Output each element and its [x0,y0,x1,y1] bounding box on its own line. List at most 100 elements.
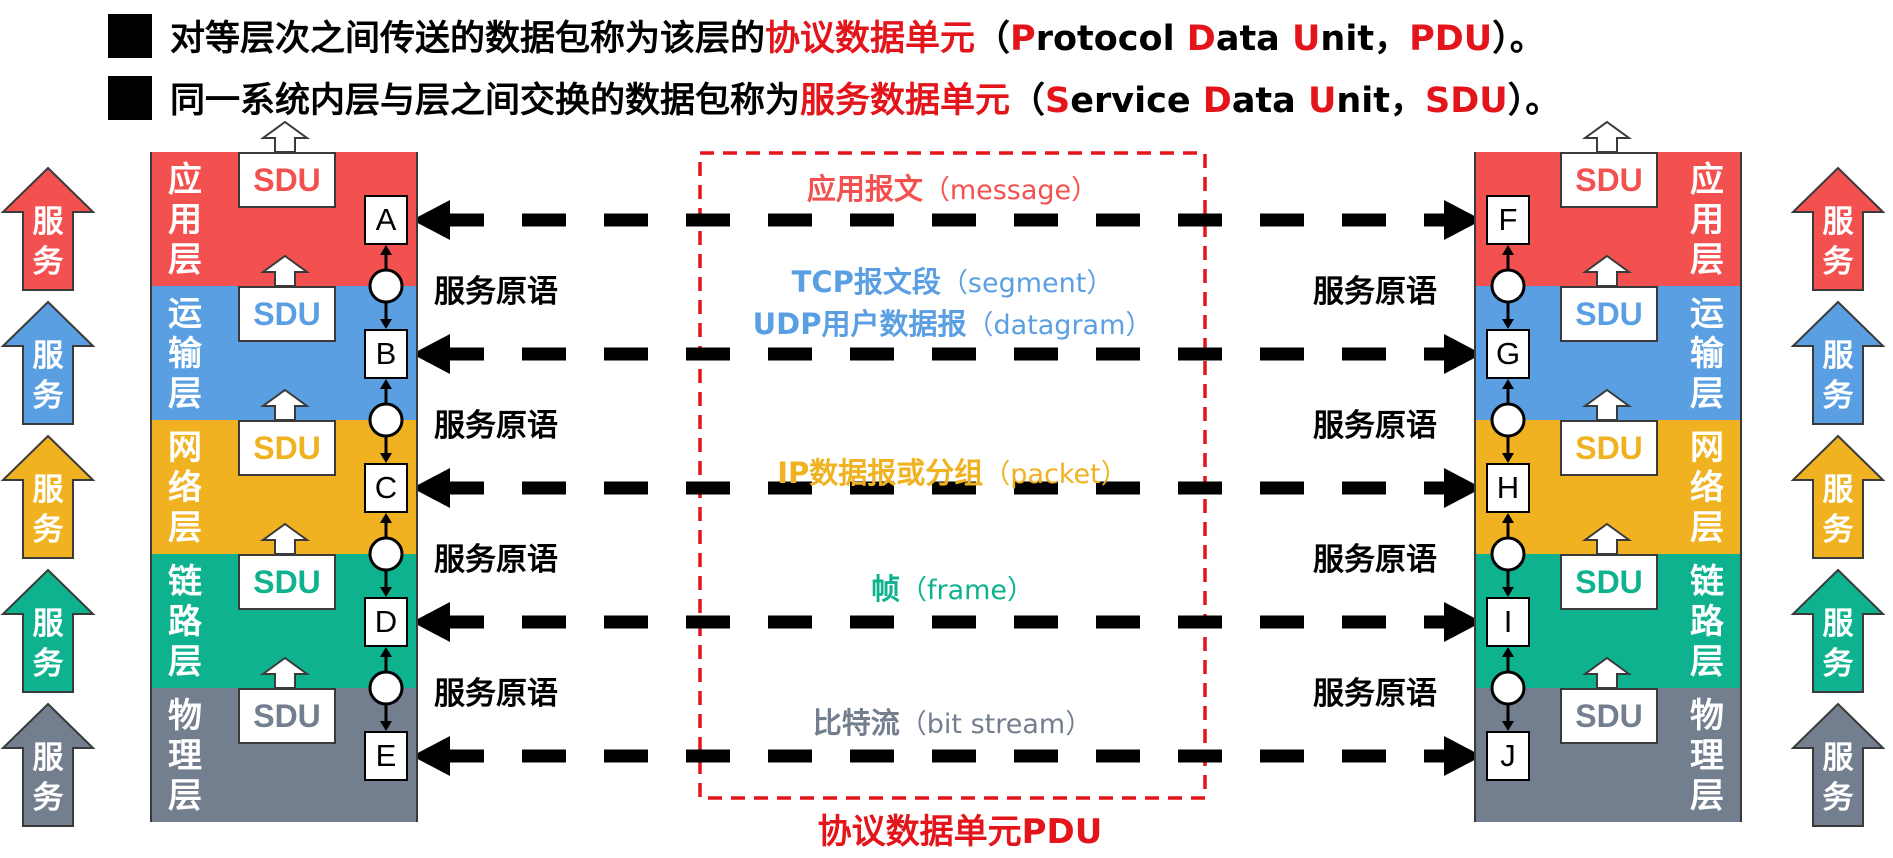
left-service-arrow-3 [0,568,96,693]
sap-box-B: B [364,329,408,379]
layer-name-char: 层 [1690,642,1724,682]
layer-name-char: 层 [168,508,202,548]
sdu-box: SDU [238,286,336,342]
layer-name: 应用层 [160,160,210,280]
layer-name-char: 运 [1690,294,1724,334]
layer-name-char: 层 [1690,776,1724,816]
layer-name-char: 层 [1690,240,1724,280]
sap-box-G: G [1486,329,1530,379]
sdu-box: SDU [238,554,336,610]
layer-name-char: 用 [1690,200,1724,240]
arrowhead-left [412,736,450,776]
right-service-arrow-4 [1790,702,1886,827]
header-line-2: 同一系统内层与层之间交换的数据包称为服务数据单元（Service Data Un… [170,81,1561,121]
left-service-arrow-label: 务 [32,244,64,280]
left-service-primitive-label: 服务原语 [434,676,558,712]
right-service-arrow-label: 服 [1822,472,1854,508]
pdu-english: （frame） [899,575,1035,606]
layer-name-char: 理 [1690,736,1724,776]
sap-box-E: E [364,731,408,781]
arrowhead-left [412,200,450,240]
left-layer-1: 运输层 SDU [152,286,416,420]
arrowhead-right [1444,468,1482,508]
layer-name-char: 络 [1690,468,1724,508]
arrowhead-left [412,334,450,374]
pdu-name: TCP报文段 [791,265,941,299]
header-line-1: 对等层次之间传送的数据包称为该层的协议数据单元（Protocol Data Un… [170,19,1545,59]
left-service-arrow-label: 务 [32,512,64,548]
sdu-box: SDU [1560,420,1658,476]
layer-name-char: 物 [168,696,202,736]
layer-name-char: 路 [1690,602,1724,642]
sap-box-I: I [1486,597,1530,647]
left-service-primitive-label: 服务原语 [434,408,558,444]
left-service-arrow-label: 务 [32,646,64,682]
layer-name-char: 链 [168,562,202,602]
right-service-arrow-label: 服 [1822,204,1854,240]
pdu-name-2: UDP用户数据报 [752,307,967,341]
pdu-label-1: TCP报文段（segment）UDP用户数据报（datagram） [700,262,1205,346]
bullet-2 [108,76,152,120]
sap-box-A: A [364,195,408,245]
layer-name-char: 网 [168,428,202,468]
right-service-arrow-label: 服 [1822,606,1854,642]
left-service-arrow-0 [0,166,96,291]
left-service-arrow-4 [0,702,96,827]
layer-name-char: 链 [1690,562,1724,602]
right-service-arrow-label: 务 [1822,244,1854,280]
right-service-arrow-label: 务 [1822,378,1854,414]
arrowhead-right [1444,334,1482,374]
layer-name: 运输层 [1682,294,1732,414]
pdu-english: （packet） [983,459,1128,490]
layer-name-char: 层 [168,240,202,280]
right-service-primitive-label: 服务原语 [1313,274,1437,310]
sdu-box: SDU [1560,286,1658,342]
right-service-arrow-0 [1790,166,1886,291]
arrowhead-right [1444,736,1482,776]
right-service-arrow-label: 务 [1822,646,1854,682]
sdu-box: SDU [238,420,336,476]
right-service-arrow-label: 服 [1822,338,1854,374]
pdu-name: IP数据报或分组 [777,456,984,490]
layer-name-char: 层 [168,374,202,414]
arrowhead-right [1444,602,1482,642]
layer-name-char: 理 [168,736,202,776]
sap-box-H: H [1486,463,1530,513]
left-service-arrow-label: 务 [32,780,64,816]
layer-name-char: 层 [168,642,202,682]
sap-box-J: J [1486,731,1530,781]
layer-name-char: 运 [168,294,202,334]
pdu-label-0: 应用报文（message） [700,166,1205,208]
right-service-arrow-label: 务 [1822,512,1854,548]
left-service-primitive-label: 服务原语 [434,542,558,578]
left-service-arrow-label: 服 [32,204,64,240]
pdu-label-2: IP数据报或分组（packet） [700,450,1205,492]
layer-name-char: 层 [1690,374,1724,414]
right-service-arrow-1 [1790,300,1886,425]
pdu-english: （bit stream） [899,709,1093,740]
right-service-primitive-label: 服务原语 [1313,408,1437,444]
layer-name: 运输层 [160,294,210,414]
sap-box-D: D [364,597,408,647]
layer-name-char: 应 [1690,160,1724,200]
pdu-english: （message） [922,175,1099,206]
right-service-arrow-2 [1790,434,1886,559]
layer-name: 链路层 [160,562,210,682]
bullet-1 [108,14,152,58]
layer-name: 物理层 [1682,696,1732,816]
left-service-arrow-label: 服 [32,606,64,642]
right-service-arrow-label: 服 [1822,740,1854,776]
layer-name-char: 物 [1690,696,1724,736]
pdu-english: （segment） [940,268,1114,299]
layer-name-char: 网 [1690,428,1724,468]
layer-name-char: 层 [1690,508,1724,548]
layer-name-char: 路 [168,602,202,642]
sap-box-C: C [364,463,408,513]
layer-name-char: 输 [1690,334,1724,374]
left-service-arrow-label: 务 [32,378,64,414]
layer-name: 链路层 [1682,562,1732,682]
left-service-arrow-label: 服 [32,338,64,374]
